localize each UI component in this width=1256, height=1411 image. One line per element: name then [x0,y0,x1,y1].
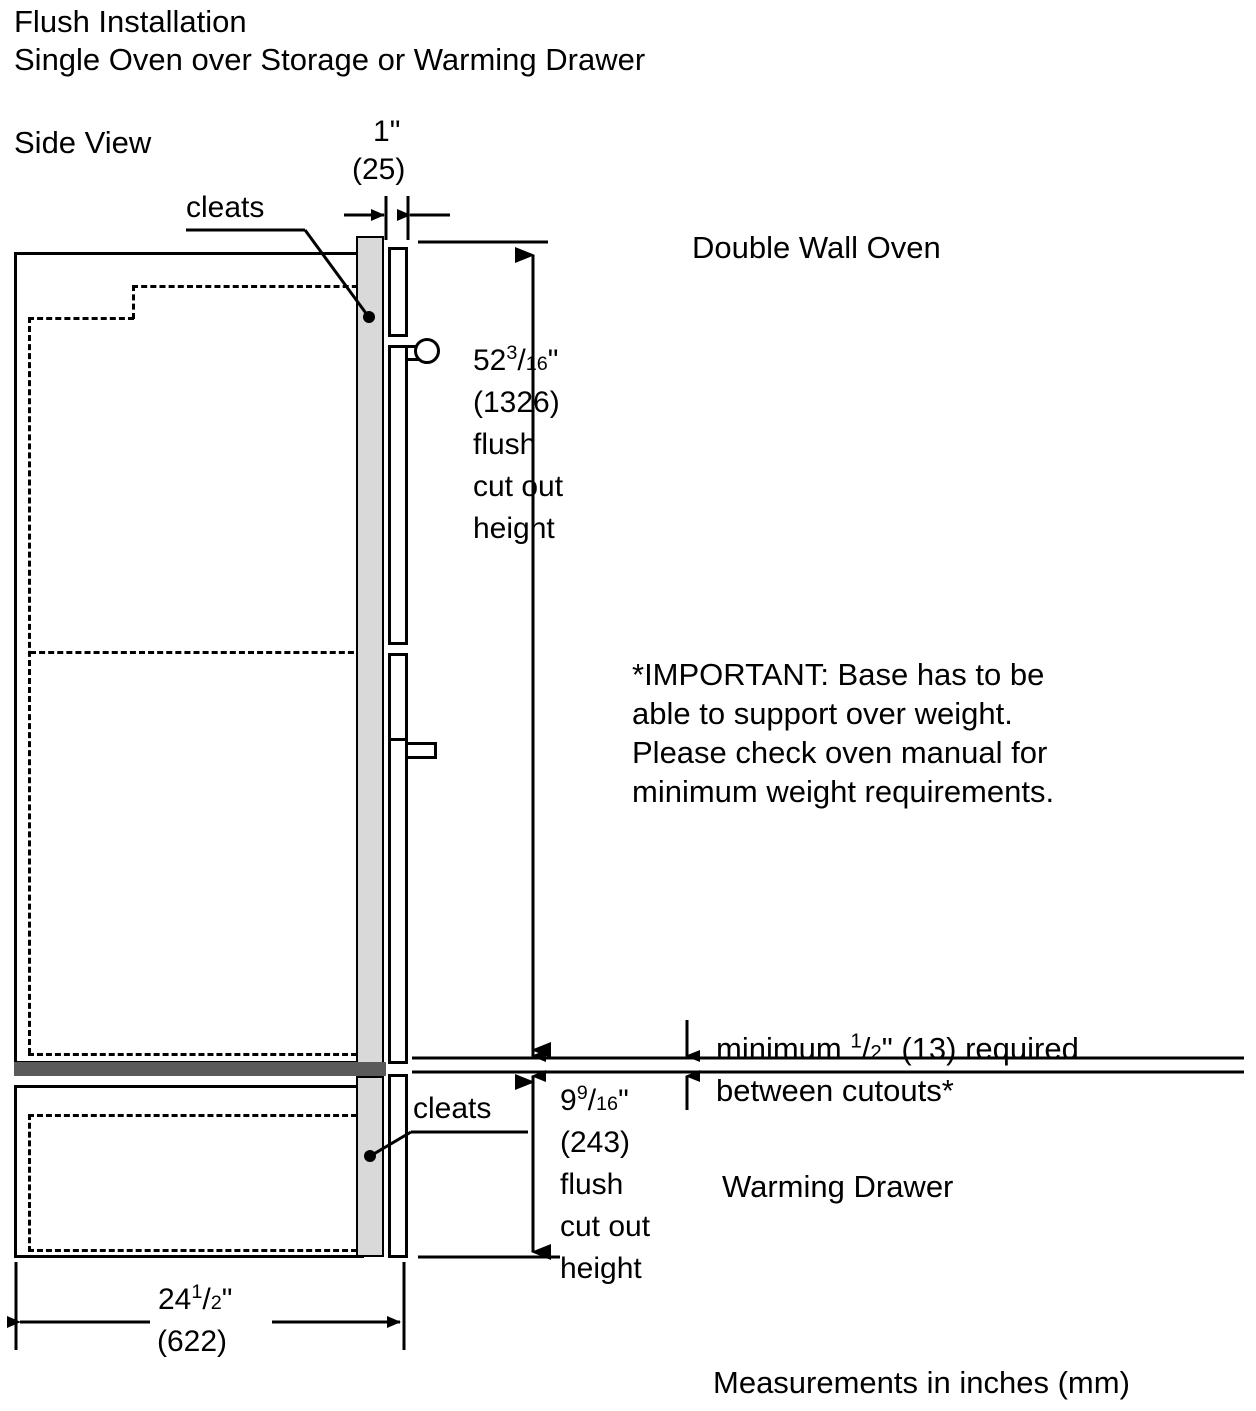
oven-interior-dashed-bottom [28,1053,366,1056]
oven-cutout-denominator: 16 [525,353,548,375]
drawer-cutout-inch-mark: " [618,1084,629,1117]
oven-interior-dashed-midline [30,651,363,654]
important-note-line-4: minimum weight requirements. [632,774,1055,809]
cutout-separator-bar [14,1062,386,1076]
oven-upper-handle-knob [414,338,440,364]
cleat-lower [356,1076,384,1257]
overall-width-denominator: 2 [210,1292,222,1314]
drawer-interior-dashed [28,1114,366,1252]
oven-interior-dashed-step-vertical [132,285,135,319]
double-wall-oven-label: Double Wall Oven [692,230,941,265]
overall-width-inch-mark: " [221,1283,233,1316]
drawer-cutout-denominator: 16 [596,1093,619,1115]
drawer-cutout-desc-3: height [560,1252,642,1285]
oven-lower-handle-stem [405,742,437,759]
important-note-line-3: Please check oven manual for [632,735,1048,770]
drawer-cutout-desc-2: cut out [560,1210,651,1243]
drawer-body-bottom-edge [14,1255,364,1258]
warming-drawer-label: Warming Drawer [722,1169,954,1204]
important-note-line-2: able to support over weight. [632,696,1013,731]
overall-width-numerator: 1 [191,1281,203,1303]
oven-cutout-whole: 52 [473,344,507,377]
oven-cutout-dimension-block: 523/16" (1326) flush cut out height [473,340,563,550]
drawer-cutout-desc-1: flush [560,1168,624,1201]
minimum-clearance-suffix: (13) required [892,1031,1079,1066]
drawer-cutout-dimension-block: 99/16" (243) flush cut out height [560,1080,650,1290]
measurement-units-footer: Measurements in inches (mm) [713,1365,1130,1400]
drawer-front-panel [388,1074,408,1258]
depth-inch-mark: " [389,115,401,148]
oven-cutout-desc-2: cut out [473,470,564,503]
oven-cutout-inches-line: 523/16" [473,342,559,377]
page-title-line-2: Single Oven over Storage or Warming Draw… [14,42,646,77]
oven-middle-door-panel [388,345,408,645]
important-note-block: *IMPORTANT: Base has to be able to suppo… [632,655,1232,811]
minimum-clearance-prefix: minimum [716,1031,851,1066]
oven-upper-door-panel [388,247,408,337]
drawer-cutout-whole: 9 [560,1084,577,1117]
depth-dimension-mm: (25) [352,153,406,186]
overall-width-mm: (622) [157,1325,228,1358]
cleats-top-label: cleats [186,191,265,224]
minimum-clearance-inch-mark: " [881,1031,893,1066]
overall-width-whole: 24 [158,1283,192,1316]
page-title-line-1: Flush Installation [14,4,247,39]
depth-dimension-inches: 1" [373,117,400,147]
oven-bottom-door-panel [388,738,408,1064]
oven-body-left-edge [14,252,17,1064]
oven-cutout-numerator: 3 [506,342,518,364]
oven-interior-dashed-top-lower [28,317,134,320]
oven-cutout-mm: (1326) [473,386,560,419]
oven-cutout-desc-3: height [473,512,555,545]
oven-body-top-edge [14,252,364,255]
cleats-bottom-label: cleats [413,1092,492,1125]
minimum-clearance-line-1: minimum 1/2" (13) required [716,1029,1079,1066]
oven-cutout-desc-1: flush [473,428,537,461]
drawer-cutout-numerator: 9 [576,1082,588,1104]
oven-cutout-inch-mark: " [547,344,559,377]
drawer-cutout-inches-line: 99/16" [560,1082,629,1117]
drawer-body-top-edge [14,1085,364,1088]
important-note-line-1: *IMPORTANT: Base has to be [632,657,1045,692]
depth-inches-value: 1 [373,115,390,148]
minimum-clearance-denominator: 2 [870,1041,882,1064]
drawer-body-left-edge [14,1085,17,1258]
minimum-clearance-line-2: between cutouts* [716,1073,954,1108]
oven-interior-dashed-left [28,317,31,1054]
drawer-cutout-mm: (243) [560,1126,631,1159]
overall-width-inches: 241/2" [158,1281,233,1316]
minimum-clearance-numerator: 1 [850,1029,862,1053]
view-label: Side View [14,125,152,160]
oven-interior-dashed-top-upper [132,285,367,288]
cleat-upper [356,236,384,1064]
minimum-clearance-note-block: minimum 1/2" (13) required between cutou… [716,1028,1236,1112]
